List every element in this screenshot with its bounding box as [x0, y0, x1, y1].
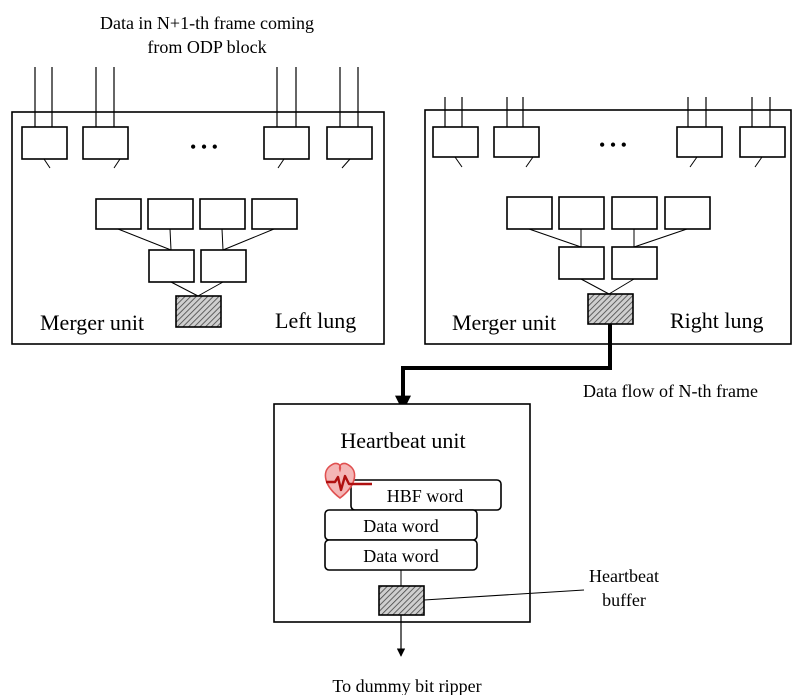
- heartbeat-buffer: [378, 585, 425, 616]
- left-lung-label: Left lung: [275, 308, 356, 333]
- right-input-box: [676, 126, 723, 158]
- bottom-caption: To dummy bit ripper: [332, 676, 481, 695]
- left-input-boxes: [21, 126, 373, 169]
- right-input-box: [493, 126, 540, 158]
- data-word-label: Data word: [363, 546, 438, 566]
- hbf-word-label: HBF word: [387, 486, 464, 506]
- heartbeat-unit: Heartbeat unit HBF word Data word Data w…: [273, 403, 531, 623]
- right-merger-buffer: [587, 293, 634, 325]
- top-caption-line2: from ODP block: [147, 37, 266, 57]
- data-flow-label: Data flow of N-th frame: [583, 381, 758, 401]
- heartbeat-buffer-label-line1: Heartbeat: [589, 566, 659, 586]
- left-input-box: [326, 126, 373, 160]
- heart-pulse-icon: [324, 462, 372, 500]
- left-merger-tree: [95, 198, 298, 328]
- right-merger-tree: [506, 196, 711, 325]
- right-lung-panel: • • • Merger unit Right lung: [424, 97, 792, 345]
- left-ellipsis: • • •: [190, 137, 218, 157]
- left-merger-unit-label: Merger unit: [40, 310, 144, 335]
- data-word-label: Data word: [363, 516, 438, 536]
- top-caption-line1: Data in N+1-th frame coming: [100, 13, 314, 33]
- left-lung-panel: • • • Merger unit Left lung: [11, 67, 385, 345]
- left-input-box: [82, 126, 129, 160]
- right-input-boxes: [432, 126, 786, 168]
- left-merger-buffer: [175, 295, 222, 328]
- heartbeat-buffer-callout: [423, 589, 585, 601]
- right-input-box: [432, 126, 479, 158]
- right-input-box: [739, 126, 786, 158]
- data-flow-arrow: [395, 324, 612, 412]
- heartbeat-unit-title: Heartbeat unit: [340, 428, 465, 453]
- right-merger-unit-label: Merger unit: [452, 310, 556, 335]
- left-input-box: [263, 126, 310, 160]
- left-input-box: [21, 126, 68, 160]
- heartbeat-buffer-label-line2: buffer: [602, 590, 646, 610]
- right-ellipsis: • • •: [599, 135, 627, 155]
- right-lung-label: Right lung: [670, 308, 764, 333]
